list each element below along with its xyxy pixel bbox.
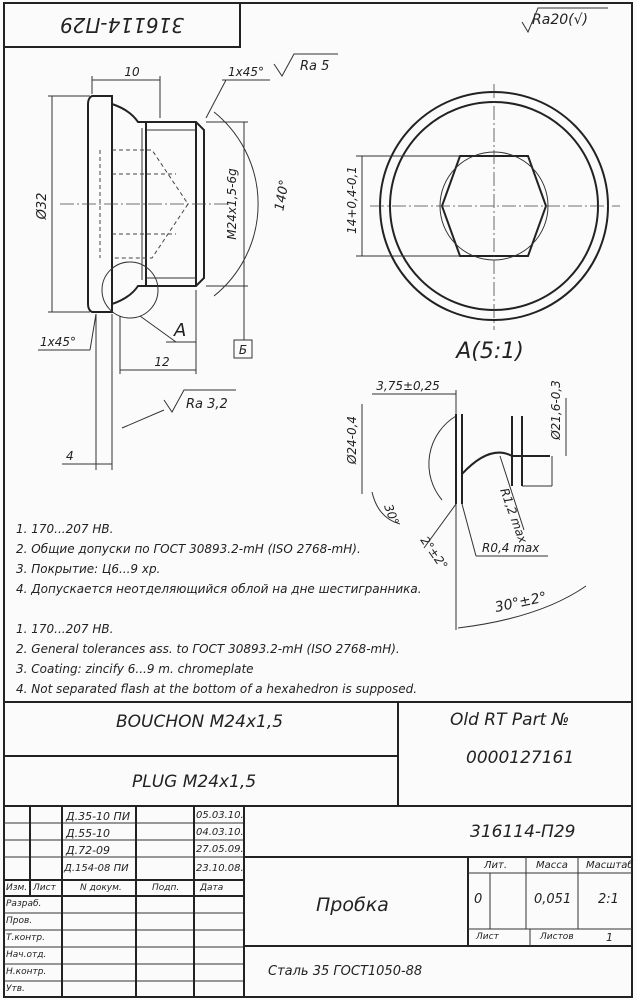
role-6: Утв.: [6, 984, 25, 994]
detail-title: A(5:1): [454, 339, 524, 364]
lit-label: Лит.: [484, 860, 508, 871]
dim-375: 3,75±0,25: [376, 379, 440, 393]
hex-socket-hidden: [112, 149, 189, 259]
angle-140: 140°: [272, 179, 292, 212]
detail-a-circle: [101, 261, 159, 319]
name-ru: Пробка: [316, 894, 389, 916]
r04-leader: [461, 503, 477, 557]
rev-doc-4: Д.154-08 ПИ: [64, 863, 129, 874]
ra32-leader: [121, 409, 165, 429]
sheet-border: [3, 2, 633, 998]
angle-140-arc: [213, 111, 259, 297]
mass-label: Масса: [536, 860, 568, 871]
across-flats: 14+0,4-0,1: [345, 166, 359, 234]
note-en-1: 1. 170...207 HB.: [16, 622, 114, 636]
scale-label: Масштаб: [586, 860, 634, 871]
ra5-label: Ra 5: [300, 59, 329, 74]
ang2: 2°±2°: [418, 534, 451, 573]
chamfer-leader: [205, 79, 227, 119]
rev-date-2: 04.03.10.: [196, 827, 244, 838]
plug-end-view: [370, 84, 620, 330]
detail-a-leader: [139, 315, 177, 343]
title-block-lines: [4, 701, 632, 997]
r12: R1,2 max: [497, 486, 530, 546]
sheet-label: Лист: [476, 932, 499, 942]
ang30pm2: 30°±2°: [494, 589, 549, 616]
scale-value: 2:1: [598, 892, 619, 907]
corner-stamp-text: 316114-П29: [60, 13, 184, 37]
chamfer-bottom: 1x45°: [40, 335, 76, 349]
role-5: Н.контр.: [6, 967, 47, 977]
neck-top: [111, 103, 146, 123]
ra32-label: Ra 3,2: [186, 397, 228, 412]
sheets-value: 1: [606, 931, 613, 944]
lit-value: 0: [474, 892, 483, 907]
r12-leader: [499, 455, 525, 531]
dim-10: 10: [124, 65, 140, 79]
dim-12: 12: [154, 355, 169, 369]
roughness-symbol: [521, 7, 608, 34]
dim-4: 4: [66, 449, 74, 463]
mass-value: 0,051: [534, 892, 572, 907]
material: Сталь 35 ГОСТ1050-88: [268, 964, 423, 979]
detail-arc: [428, 415, 457, 501]
detail-a-label: A: [173, 320, 186, 341]
note-ru-4: 4. Допускается неотделяющийся облой на д…: [16, 582, 422, 596]
old-part-number: 0000127161: [466, 748, 575, 768]
name-en: PLUG M24x1,5: [132, 772, 257, 792]
detail-groove: [461, 451, 550, 475]
ang30: 30°: [381, 502, 401, 527]
role-2: Пров.: [6, 916, 33, 926]
rev-date-4: 23.10.08.: [196, 863, 244, 874]
plug-head: [87, 95, 113, 313]
detail-a-view: [428, 414, 553, 504]
ang30pm2-arc: [457, 585, 587, 629]
d24: Ø24-0,4: [345, 416, 359, 465]
doc-number: 316114-П29: [470, 822, 576, 842]
neck-bottom: [111, 285, 146, 305]
chamfer-bottom-leader: [89, 313, 97, 351]
r04: R0,4 max: [482, 541, 540, 555]
note-ru-3: 3. Покрытие: Ц6...9 хр.: [16, 562, 161, 576]
role-1: Разраб.: [6, 899, 42, 909]
general-roughness: Ra20(√): [532, 12, 588, 28]
rev-doc-2: Д.55-10: [66, 827, 111, 840]
hdr-podp: Подп.: [152, 883, 180, 893]
d216: Ø21,6-0,3: [549, 380, 563, 441]
sheets-label: Листов: [540, 932, 574, 942]
rev-doc-3: Д.72-09: [66, 844, 111, 857]
rev-date-3: 27.05.09.: [196, 844, 244, 855]
note-ru-1: 1. 170...207 HB.: [16, 522, 114, 536]
hdr-list: Лист: [33, 883, 56, 893]
note-en-4: 4. Not separated flash at the bottom of …: [16, 682, 418, 696]
hdr-izm: Изм.: [6, 883, 28, 893]
role-4: Нач.отд.: [6, 950, 47, 960]
note-ru-2: 2. Общие допуски по ГОСТ 30893.2-mH (ISO…: [16, 542, 361, 556]
base-b-box: [233, 339, 253, 359]
corner-stamp-box: [3, 2, 241, 48]
name-fr: BOUCHON M24x1,5: [116, 712, 284, 732]
ra5-symbol: [273, 53, 338, 77]
thread-dim: M24x1,5-6g: [225, 168, 239, 240]
base-b: Б: [239, 343, 247, 357]
rev-date-1: 05.03.10.: [196, 810, 244, 821]
ang2-line: [423, 503, 457, 549]
diameter-32: Ø32: [35, 193, 50, 221]
ra32-symbol: [163, 389, 236, 413]
chamfer-top: 1x45°: [228, 65, 264, 79]
rev-doc-1: Д.35-10 ПИ: [66, 810, 131, 823]
plug-side-view: [60, 95, 230, 313]
hdr-ndoc: N докум.: [80, 883, 122, 893]
note-en-3: 3. Coating: zincify 6...9 m. chromeplate: [16, 662, 254, 676]
old-part-label: Old RT Part №: [450, 710, 570, 730]
note-en-2: 2. General tolerances ass. to ГОСТ 30893…: [16, 642, 400, 656]
role-3: Т.контр.: [6, 933, 46, 943]
ang30-arc: [371, 491, 401, 525]
hdr-data: Дата: [200, 883, 224, 893]
